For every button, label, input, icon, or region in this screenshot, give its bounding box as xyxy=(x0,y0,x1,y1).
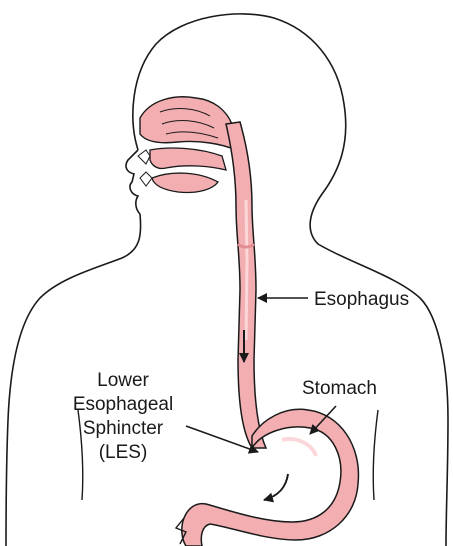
esophagus-label: Esophagus xyxy=(314,289,409,310)
lower-teeth xyxy=(140,172,152,186)
upper-teeth xyxy=(138,150,150,164)
esophagus-highlight xyxy=(246,200,247,340)
les-label-line-1: Lower xyxy=(97,370,149,391)
stomach-flow-arrow xyxy=(264,474,288,500)
les-label-line-3: Sphincter xyxy=(83,418,164,439)
body-outline xyxy=(133,14,448,546)
les-label-line-4: (LES) xyxy=(99,442,148,463)
tongue xyxy=(152,173,218,192)
oral-cavity xyxy=(150,148,226,170)
face-profile xyxy=(126,150,140,214)
nasal-cavity xyxy=(140,97,236,150)
stomach-organ xyxy=(182,409,359,546)
stomach-label: Stomach xyxy=(302,378,377,399)
les-label-line-2: Esophageal xyxy=(73,394,173,415)
right-arm-line xyxy=(373,410,378,500)
stomach-highlight xyxy=(282,439,316,456)
